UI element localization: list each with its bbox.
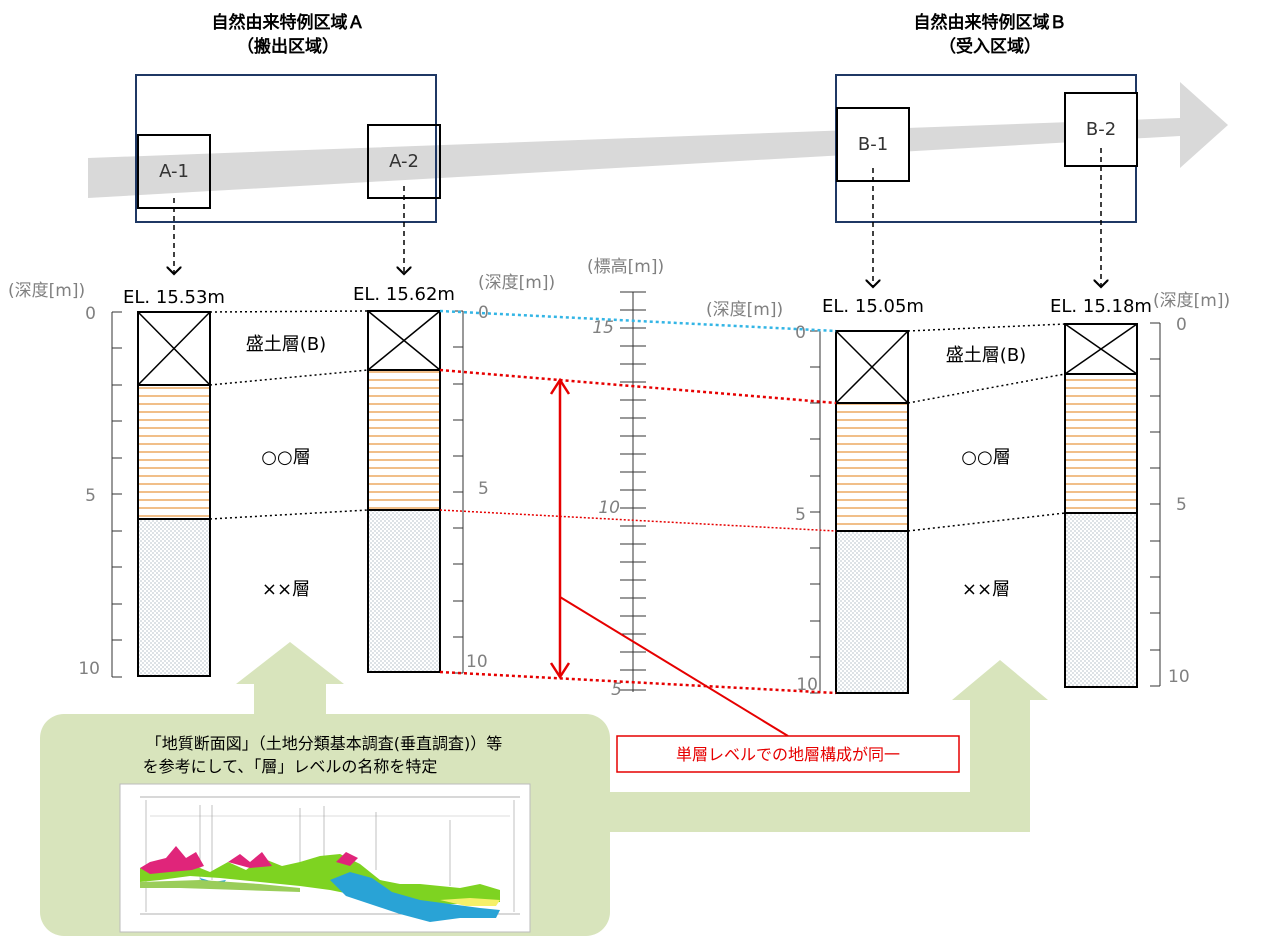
a1-tick-0: 0	[85, 304, 96, 324]
a1-tick-10: 10	[78, 659, 100, 679]
a2-tick-5: 5	[478, 479, 489, 499]
bore-column-b1	[835, 330, 909, 694]
elevation-b1: EL. 15.05m	[822, 296, 924, 317]
b2-tick-10: 10	[1168, 667, 1190, 687]
layer-label-middle-a: ○○層	[261, 447, 310, 468]
callout-box	[616, 735, 960, 773]
area-b-subtitle: （受入区域）	[939, 36, 1041, 57]
area-a-subtitle: （搬出区域）	[237, 36, 339, 57]
bore-column-a2	[367, 310, 441, 673]
b1-tick-5: 5	[795, 505, 806, 525]
note-line-2: を参考にして、「層」レベルの名称を特定	[143, 757, 438, 776]
layer-label-middle-b: ○○層	[961, 447, 1010, 468]
correlation-lines	[209, 309, 1066, 695]
depth-axis-title-b2: (深度[m])	[1153, 291, 1230, 311]
layer-label-fill-b: 盛土層(B)	[946, 345, 1026, 366]
depth-scale-b2	[1150, 322, 1161, 687]
bore-column-a1	[137, 311, 211, 677]
red-double-arrow	[549, 377, 571, 680]
transfer-arrow	[88, 82, 1228, 198]
elev-tick-10: 10	[598, 498, 620, 518]
callout-text: 単層レベルでの地層構成が同一	[676, 745, 900, 764]
a1-tick-5: 5	[85, 486, 96, 506]
b2-tick-5: 5	[1176, 495, 1187, 515]
depth-axis-title-b1: (深度[m])	[706, 300, 783, 320]
b1-tick-0: 0	[795, 323, 806, 343]
elevation-b2: EL. 15.18m	[1050, 296, 1152, 317]
note-line-1: 「地質断面図」（土地分類基本調査(垂直調査)）等	[146, 734, 503, 753]
callout-leader	[559, 596, 789, 737]
layer-label-lower-a: ××層	[262, 579, 310, 600]
geologic-section-thumbnail	[119, 783, 531, 933]
depth-axis-title-a2: (深度[m])	[478, 273, 555, 293]
bore-column-b2	[1064, 323, 1138, 688]
point-a2-label: A-2	[389, 151, 419, 172]
b2-tick-0: 0	[1176, 315, 1187, 335]
point-b1-label: B-1	[858, 134, 888, 155]
elevation-axis-title: (標高[m])	[587, 257, 664, 277]
elevation-a2: EL. 15.62m	[353, 284, 455, 305]
area-a-frame	[135, 74, 437, 223]
layer-label-fill-a: 盛土層(B)	[246, 334, 326, 355]
elev-tick-5: 5	[611, 680, 622, 700]
depth-axis-title-a1: (深度[m])	[8, 281, 85, 301]
depth-scale-a2	[453, 310, 464, 674]
elev-tick-15: 15	[592, 318, 614, 338]
layer-label-lower-b: ××層	[962, 579, 1010, 600]
depth-scale-a1	[111, 311, 122, 678]
point-a1-label: A-1	[159, 161, 189, 182]
area-a-title: 自然由来特例区域Ａ	[212, 12, 365, 33]
elevation-a1: EL. 15.53m	[123, 287, 225, 308]
depth-scale-b1	[810, 330, 821, 694]
a2-tick-10: 10	[466, 652, 488, 672]
point-b2-label: B-2	[1086, 119, 1116, 140]
elevation-scale	[620, 291, 646, 692]
area-b-title: 自然由来特例区域Ｂ	[914, 12, 1067, 33]
